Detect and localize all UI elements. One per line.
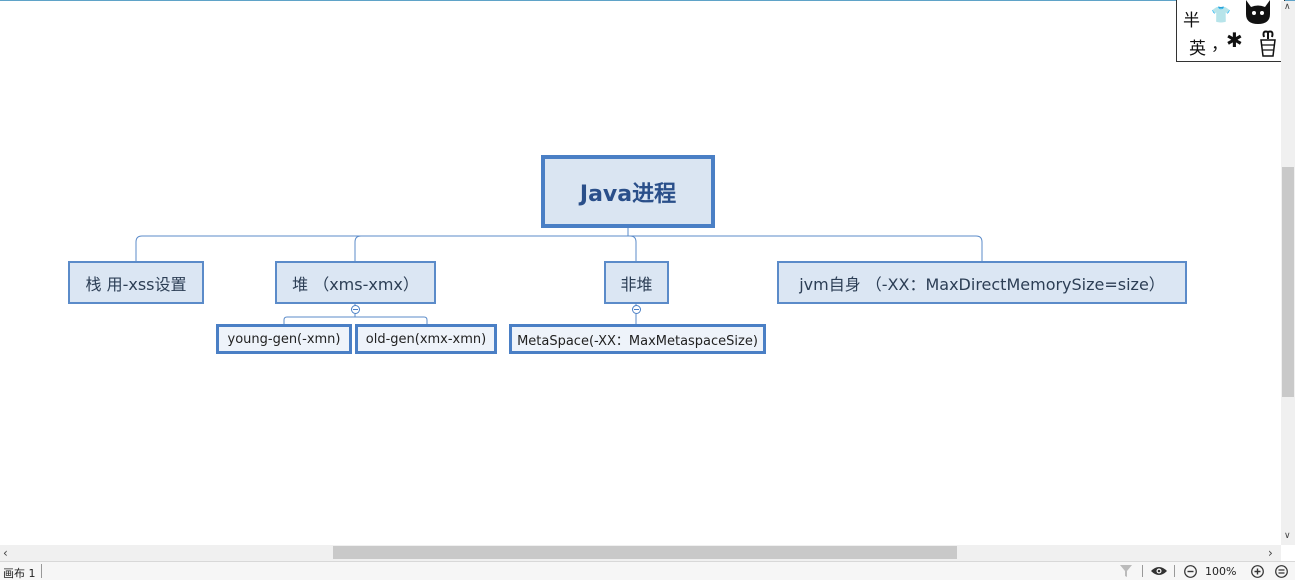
subtopic-metaspace-label: MetaSpace(-XX：MaxMetaspaceSize) — [517, 333, 758, 349]
sheet-tab[interactable]: 画布 1 — [3, 567, 36, 580]
top-border — [0, 0, 1295, 1]
pot-icon[interactable] — [1258, 30, 1278, 58]
eye-icon[interactable] — [1151, 566, 1167, 576]
topic-stack-label: 栈 用-xss设置 — [85, 274, 187, 294]
shirt-icon[interactable]: 👕 — [1211, 5, 1231, 24]
vertical-scrollbar[interactable]: ∧ ∨ — [1281, 1, 1295, 545]
ime-halfwidth-toggle[interactable]: 半 — [1183, 11, 1200, 31]
ime-language-toggle[interactable]: 英 — [1189, 39, 1206, 59]
ime-toolbar[interactable]: 半 👕 英 ， ✱ — [1176, 0, 1285, 62]
ime-punctuation-toggle[interactable]: ， — [1211, 35, 1228, 55]
topic-stack[interactable]: 栈 用-xss设置 — [68, 261, 204, 304]
subtopic-old-gen-label: old-gen(xmx-xmn) — [365, 331, 487, 347]
topic-heap-label: 堆 （xms-xmx） — [292, 274, 419, 294]
vertical-scroll-thumb[interactable] — [1282, 167, 1294, 397]
topic-jvm-label: jvm自身 （-XX：MaxDirectMemorySize=size） — [799, 274, 1165, 294]
status-divider — [1142, 565, 1143, 577]
zoom-level[interactable]: 100% — [1205, 565, 1237, 578]
zoom-out-icon[interactable] — [1184, 565, 1197, 578]
filter-icon[interactable] — [1120, 565, 1132, 577]
topic-nonheap-label: 非堆 — [620, 274, 653, 294]
status-bar: 画布 1 100% — [0, 561, 1295, 580]
status-divider — [1174, 565, 1175, 577]
mindmap-canvas[interactable]: Java进程 栈 用-xss设置 堆 （xms-xmx） 非堆 jvm自身 （-… — [0, 1, 1281, 545]
menu-icon[interactable] — [1275, 565, 1288, 578]
sheet-tab-divider — [41, 564, 42, 578]
subtopic-old-gen[interactable]: old-gen(xmx-xmn) — [355, 324, 497, 354]
scroll-down-icon[interactable]: ∨ — [1284, 531, 1291, 541]
root-topic[interactable]: Java进程 — [541, 155, 715, 228]
collapse-toggle-heap[interactable] — [351, 305, 360, 314]
scroll-left-icon[interactable]: ‹ — [3, 546, 8, 560]
scroll-right-icon[interactable]: › — [1268, 546, 1273, 560]
cat-icon[interactable] — [1244, 0, 1272, 26]
scroll-up-icon[interactable]: ∧ — [1284, 2, 1291, 12]
root-topic-label: Java进程 — [579, 181, 677, 207]
collapse-toggle-nonheap[interactable] — [632, 305, 641, 314]
horizontal-scrollbar[interactable]: ‹ › — [0, 545, 1281, 561]
asterisk-icon[interactable]: ✱ — [1226, 28, 1243, 52]
subtopic-metaspace[interactable]: MetaSpace(-XX：MaxMetaspaceSize) — [509, 324, 766, 354]
topic-heap[interactable]: 堆 （xms-xmx） — [275, 261, 436, 304]
topic-nonheap[interactable]: 非堆 — [604, 261, 669, 304]
zoom-in-icon[interactable] — [1251, 565, 1264, 578]
subtopic-young-gen-label: young-gen(-xmn) — [227, 331, 341, 347]
horizontal-scroll-thumb[interactable] — [333, 546, 957, 559]
topic-jvm[interactable]: jvm自身 （-XX：MaxDirectMemorySize=size） — [777, 261, 1187, 304]
subtopic-young-gen[interactable]: young-gen(-xmn) — [216, 324, 352, 354]
